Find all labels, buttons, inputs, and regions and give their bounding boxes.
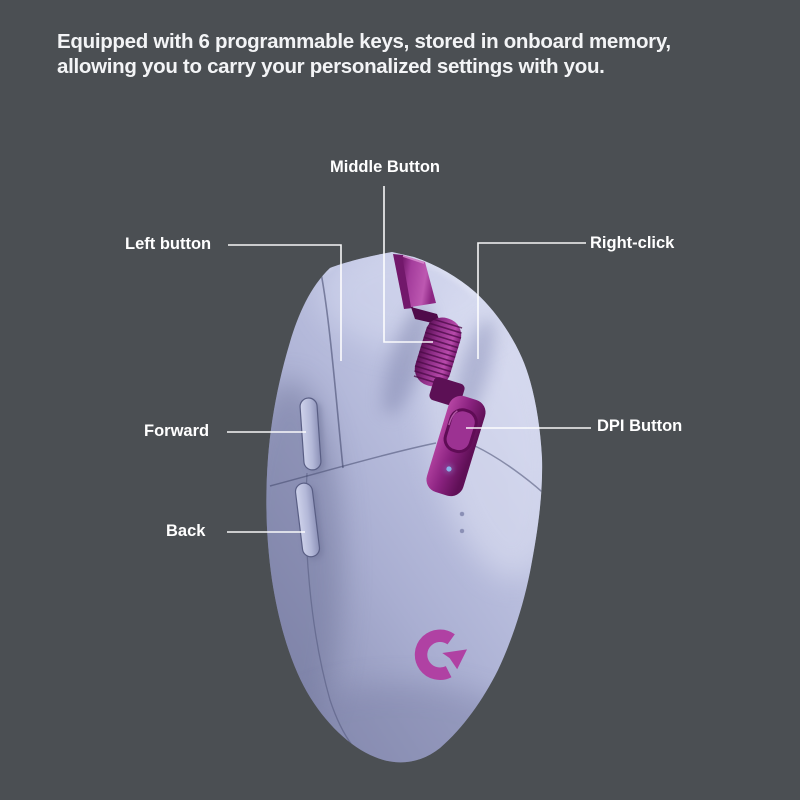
callout-lines: [227, 186, 591, 533]
back-side-button: [294, 482, 321, 558]
dpi-button-highlight: [448, 410, 458, 426]
body-shadow-bottom: [266, 684, 535, 763]
scroll-wheel: [413, 317, 463, 387]
callout-label-middle-button: Middle Button: [330, 158, 440, 176]
callout-line-left-button: [228, 244, 342, 361]
heading-line-2: allowing you to carry your personalized …: [57, 55, 605, 78]
callout-label-back: Back: [166, 522, 206, 540]
heading: Equipped with 6 programmable keys, store…: [57, 29, 671, 79]
callout-line-right-click: [477, 242, 586, 359]
heading-line-1: Equipped with 6 programmable keys, store…: [57, 30, 671, 53]
wheel-strip: [402, 255, 436, 307]
wheel-highlight: [440, 327, 461, 384]
center-controls: [393, 254, 486, 497]
callout-label-forward: Forward: [144, 422, 210, 440]
dpi-button: [443, 408, 478, 454]
dpi-led: [446, 466, 452, 472]
callout-label-right-click: Right-click: [590, 234, 675, 252]
callout-label-dpi-button: DPI Button: [597, 417, 683, 435]
seam-mid-left: [269, 442, 437, 487]
seam-left-button: [320, 272, 344, 469]
logitech-g-logo-icon: [414, 629, 468, 680]
callout-label-left-button: Left button: [125, 235, 212, 253]
dpi-assembly: [426, 395, 486, 497]
wheel-strip-highlight: [402, 255, 425, 264]
wheel-strip-side: [393, 254, 413, 309]
surface-dots: [459, 511, 465, 534]
wheel-channel-shadow-left: [382, 304, 430, 416]
mouse-body: [266, 252, 543, 763]
seam-mid-right: [474, 445, 543, 501]
side-buttons: [294, 397, 325, 560]
callout-line-middle-button: [383, 186, 433, 343]
forward-side-button: [299, 397, 322, 471]
